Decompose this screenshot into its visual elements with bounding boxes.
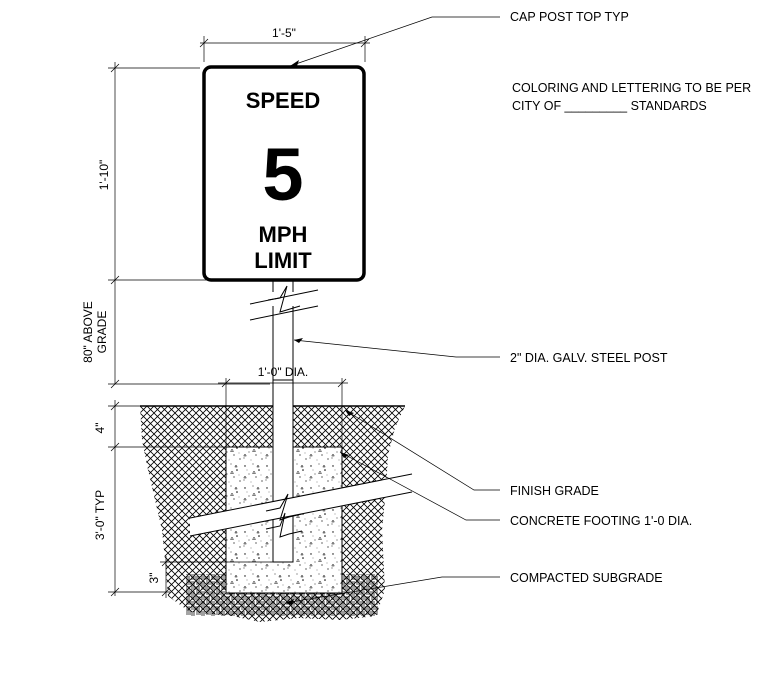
dim-sign-height-label: 1'-10": [97, 160, 111, 191]
coloring-note-line2: CITY OF _________ STANDARDS: [512, 99, 707, 113]
callout-concrete-footing-label: CONCRETE FOOTING 1'-0 DIA.: [510, 514, 692, 528]
callout-cap-post: CAP POST TOP TYP: [289, 10, 629, 67]
dim-sign-height: 1'-10": [97, 62, 275, 384]
coloring-note-line1: COLORING AND LETTERING TO BE PER: [512, 81, 751, 95]
callout-concrete-footing: CONCRETE FOOTING 1'-0 DIA.: [339, 451, 692, 528]
dim-above-grade-label-2: GRADE: [95, 311, 109, 354]
dim-sign-width: 1'-5": [199, 26, 370, 62]
dim-footing-diameter: 1'-0" DIA.: [218, 365, 348, 447]
dim-footing-depth-label: 3'-0" TYP: [93, 490, 107, 540]
post-buried-section: [272, 379, 294, 563]
callout-steel-post: 2" DIA. GALV. STEEL POST: [293, 338, 668, 365]
dim-above-grade: 80" ABOVE GRADE: [81, 301, 270, 389]
callout-steel-post-label: 2" DIA. GALV. STEEL POST: [510, 351, 668, 365]
sign-text-mph: MPH: [259, 222, 308, 247]
dim-footing-depth: 4" 3'-0" TYP: [93, 400, 226, 597]
post-break-symbol: [249, 285, 319, 321]
dim-sign-width-label: 1'-5": [272, 26, 296, 40]
callout-cap-post-label: CAP POST TOP TYP: [510, 10, 629, 24]
dim-above-grade-label-1: 80" ABOVE: [81, 301, 95, 363]
dim-top-depth-label: 4": [93, 423, 107, 434]
sign-text-speed: SPEED: [246, 88, 321, 113]
sign-text-number: 5: [262, 133, 303, 216]
sign-text-limit: LIMIT: [254, 248, 312, 273]
coloring-note: COLORING AND LETTERING TO BE PER CITY OF…: [512, 81, 751, 113]
callout-finish-grade: FINISH GRADE: [344, 409, 599, 498]
dim-bottom-depth-label: 3": [147, 573, 161, 584]
callout-subgrade: COMPACTED SUBGRADE: [284, 571, 663, 605]
callout-finish-grade-label: FINISH GRADE: [510, 484, 599, 498]
callout-subgrade-label: COMPACTED SUBGRADE: [510, 571, 663, 585]
dim-footing-diameter-label: 1'-0" DIA.: [258, 365, 309, 379]
speed-limit-sign-panel: [202, 65, 366, 282]
dim-bottom-depth: 3": [147, 556, 273, 598]
footing-break-band: [189, 473, 413, 538]
